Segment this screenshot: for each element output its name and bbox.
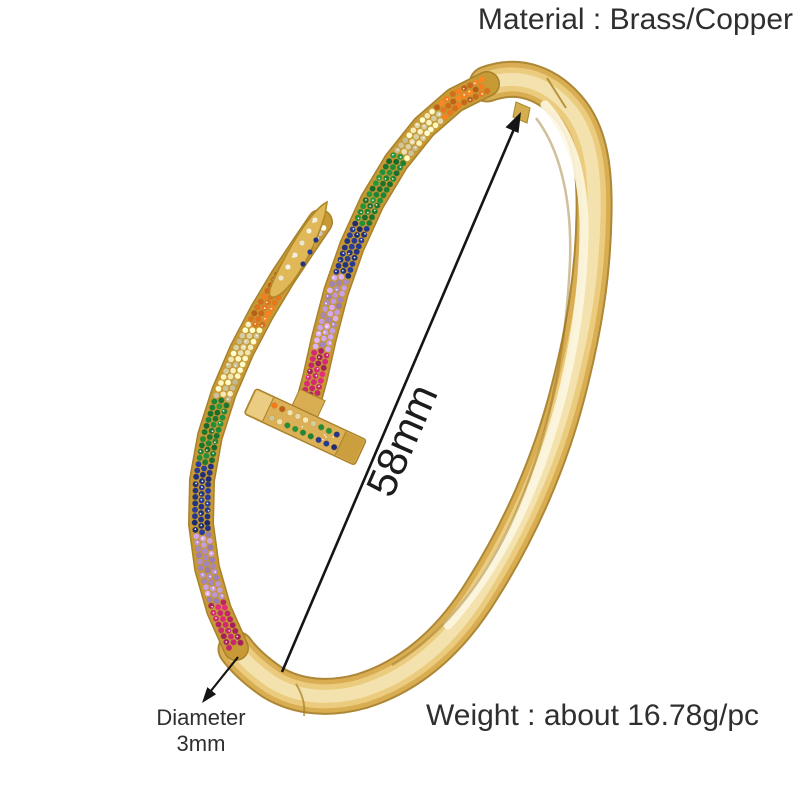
- wire-diameter-label-line1: Diameter: [156, 705, 246, 730]
- nail-head-bar: [244, 388, 367, 465]
- pointer-arrow-line: [209, 656, 239, 693]
- pave-strand-nail-head-end: [295, 71, 500, 417]
- nail-point-spike: [268, 200, 329, 298]
- pointer-arrowhead: [202, 687, 217, 703]
- metal-highlight: [443, 100, 589, 630]
- measurement-arrow-line: [280, 128, 516, 673]
- hinge-seam-top: [546, 77, 567, 109]
- measurement-arrowhead: [505, 112, 521, 133]
- weight-label: Weight : about 16.78g/pc: [426, 699, 760, 732]
- bangle-gold-band: [217, 60, 613, 717]
- inner-diameter-label: 58mm: [357, 377, 447, 503]
- wire-diameter-pointer: [202, 656, 239, 703]
- material-label: Material : Brass/Copper: [477, 3, 793, 36]
- hinge-seam-bottom: [295, 683, 306, 717]
- wire-diameter-label-line2: 3mm: [176, 731, 226, 756]
- wire-diameter-label: Diameter 3mm: [140, 705, 262, 757]
